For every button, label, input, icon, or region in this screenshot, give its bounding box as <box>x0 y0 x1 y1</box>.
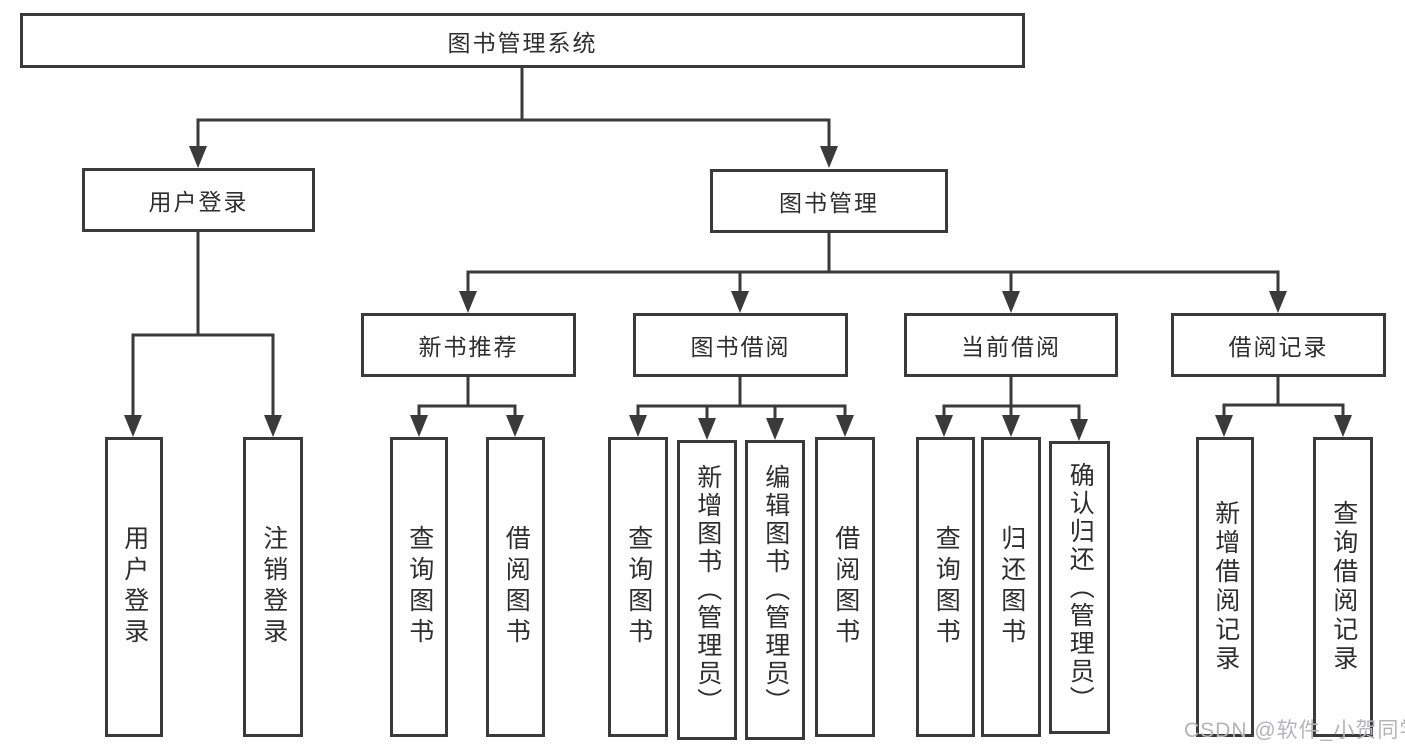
node-current-borrowing: 当前借阅 <box>904 313 1118 377</box>
leaf-borrow-books-1: 借阅图书 <box>486 437 545 737</box>
leaf-query-books-1-label: 查询图书 <box>405 525 434 649</box>
node-library-system-label: 图书管理系统 <box>447 29 598 56</box>
leaf-add-borrow-record: 新增借阅记录 <box>1196 437 1254 737</box>
node-book-borrowing: 图书借阅 <box>633 313 848 377</box>
node-book-management: 图书管理 <box>710 169 948 233</box>
leaf-query-books-3: 查询图书 <box>916 437 975 737</box>
leaf-user-login-label: 用户登录 <box>120 525 149 649</box>
node-user-login: 用户登录 <box>82 168 315 232</box>
arrowheads <box>124 146 1352 441</box>
node-borrowing-records: 借阅记录 <box>1171 313 1386 377</box>
leaf-confirm-return-admin: 确认归还（管理员） <box>1049 441 1110 734</box>
leaf-borrow-books-2-label: 借阅图书 <box>831 525 860 649</box>
leaf-borrow-books-1-label: 借阅图书 <box>502 525 531 649</box>
leaf-query-borrow-record: 查询借阅记录 <box>1313 437 1373 737</box>
leaf-borrow-books-2: 借阅图书 <box>815 437 875 737</box>
leaf-query-books-2: 查询图书 <box>608 437 668 737</box>
node-current-borrowing-label: 当前借阅 <box>961 334 1061 360</box>
node-new-book-recommend: 新书推荐 <box>361 313 576 377</box>
leaf-add-borrow-record-label: 新增借阅记录 <box>1211 500 1240 674</box>
leaf-query-borrow-record-label: 查询借阅记录 <box>1329 500 1358 674</box>
node-book-borrowing-label: 图书借阅 <box>690 334 791 360</box>
leaf-add-book-admin: 新增图书（管理员） <box>677 440 737 740</box>
leaf-logout-label: 注销登录 <box>259 525 288 649</box>
leaf-edit-book-admin: 编辑图书（管理员） <box>745 440 805 740</box>
node-user-login-label: 用户登录 <box>148 189 249 215</box>
leaf-edit-book-admin-label: 编辑图书（管理员） <box>761 464 790 716</box>
node-library-system: 图书管理系统 <box>20 13 1025 68</box>
leaf-add-book-admin-label: 新增图书（管理员） <box>693 464 722 716</box>
leaf-query-books-2-label: 查询图书 <box>624 525 653 649</box>
leaf-user-login: 用户登录 <box>105 437 163 737</box>
node-borrowing-records-label: 借阅记录 <box>1228 334 1329 360</box>
watermark: CSDN @软件_小贺同学 <box>1184 719 1405 742</box>
leaf-return-book-label: 归还图书 <box>997 525 1026 649</box>
node-book-management-label: 图书管理 <box>779 190 879 216</box>
leaf-logout: 注销登录 <box>243 437 303 737</box>
leaf-return-book: 归还图书 <box>981 437 1041 737</box>
node-new-book-recommend-label: 新书推荐 <box>418 334 519 360</box>
leaf-query-books-3-label: 查询图书 <box>932 525 961 649</box>
leaf-query-books-1: 查询图书 <box>390 437 448 737</box>
leaf-confirm-return-admin-label: 确认归还（管理员） <box>1066 461 1095 714</box>
